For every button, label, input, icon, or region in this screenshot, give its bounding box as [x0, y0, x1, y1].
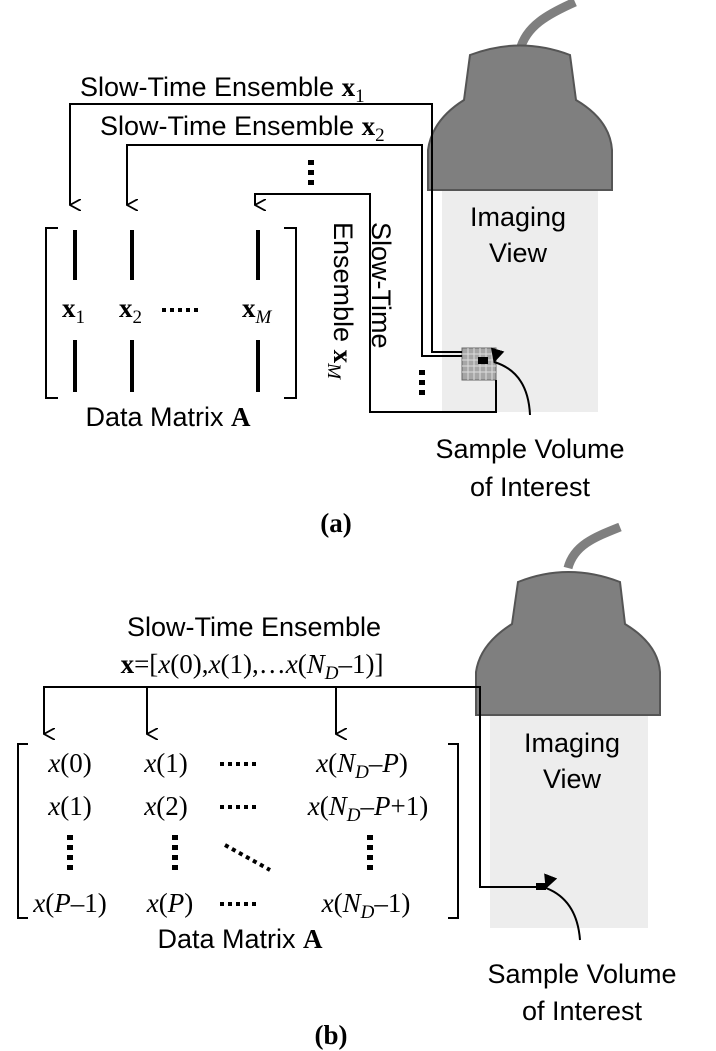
matrix-cell-r3c1: x(P–1) — [32, 888, 106, 918]
matrix-cell-r1c3: x(ND–P) — [315, 748, 408, 783]
matrix-diag-dots — [224, 843, 271, 872]
matrix-a-label: Data Matrix A — [85, 402, 251, 432]
sample-volume-label-b: Sample Volume — [487, 959, 676, 989]
ensemble-m-path — [254, 193, 497, 413]
matrix-cell-r3c2: x(P) — [146, 888, 193, 918]
ultrasound-probe-icon — [427, 44, 613, 191]
ensemble-label-b: Slow-Time Ensemble — [127, 612, 381, 642]
sample-volume-grid — [461, 347, 497, 381]
column-1-label: x1 — [62, 293, 85, 328]
sample-volume-label-b-2: of Interest — [522, 996, 643, 1026]
caption-a: (a) — [320, 508, 351, 538]
panel-a: Imaging View Slow-Time Ensemble x1 Slow-… — [45, 0, 625, 538]
matrix-cell-r1c1: x(0) — [47, 748, 91, 778]
sample-volume-label-a-2: of Interest — [470, 472, 591, 502]
ensemble-2-label: Slow-Time Ensemble x2 — [100, 111, 385, 146]
ensemble-m-label-2: Ensemble xM — [323, 222, 358, 380]
sample-pointer-arrow — [490, 347, 531, 416]
probe-cable-icon — [515, 0, 577, 52]
sample-pointer-arrow-b — [544, 873, 581, 941]
matrix-cell-r3c3: x(ND–1) — [321, 888, 411, 923]
imaging-view-label-b: Imaging — [524, 728, 620, 758]
matrix-b-right-bracket — [448, 743, 459, 919]
matrix-cell-r2c3: x(ND–P+1) — [307, 791, 428, 826]
matrix-a-right-bracket — [284, 227, 297, 399]
panel-b: Imaging View Slow-Time Ensemble x=[x(0),… — [17, 522, 677, 1050]
caption-b: (b) — [315, 1020, 348, 1050]
matrix-b-left-bracket — [17, 743, 28, 919]
column-2-label: x2 — [119, 293, 142, 328]
ensemble-b-path — [43, 686, 538, 888]
matrix-a-left-bracket — [45, 227, 58, 399]
ensemble-definition: x=[x(0),x(1),…x(ND–1)] — [121, 649, 384, 684]
imaging-view-label-a-2: View — [489, 238, 548, 268]
matrix-b-label: Data Matrix A — [157, 924, 323, 954]
ensemble-1-path — [69, 103, 462, 353]
column-m-label: xM — [242, 293, 273, 328]
ensemble-1-label: Slow-Time Ensemble x1 — [80, 72, 365, 107]
imaging-view-label-b-2: View — [543, 764, 602, 794]
ensemble-2-path — [126, 144, 462, 357]
sample-volume-label-a: Sample Volume — [435, 434, 624, 464]
ultrasound-probe-icon-b — [475, 571, 661, 716]
imaging-view-region-b — [490, 715, 648, 928]
ensemble-m-label-1: Slow-Time — [366, 222, 396, 349]
matrix-cell-r2c2: x(2) — [143, 791, 187, 821]
matrix-cell-r1c2: x(1) — [143, 748, 187, 778]
imaging-view-label-a: Imaging — [470, 202, 566, 232]
matrix-cell-r2c1: x(1) — [47, 791, 91, 821]
sample-volume-marker-b — [536, 883, 546, 890]
probe-cable-icon-b — [563, 522, 622, 570]
